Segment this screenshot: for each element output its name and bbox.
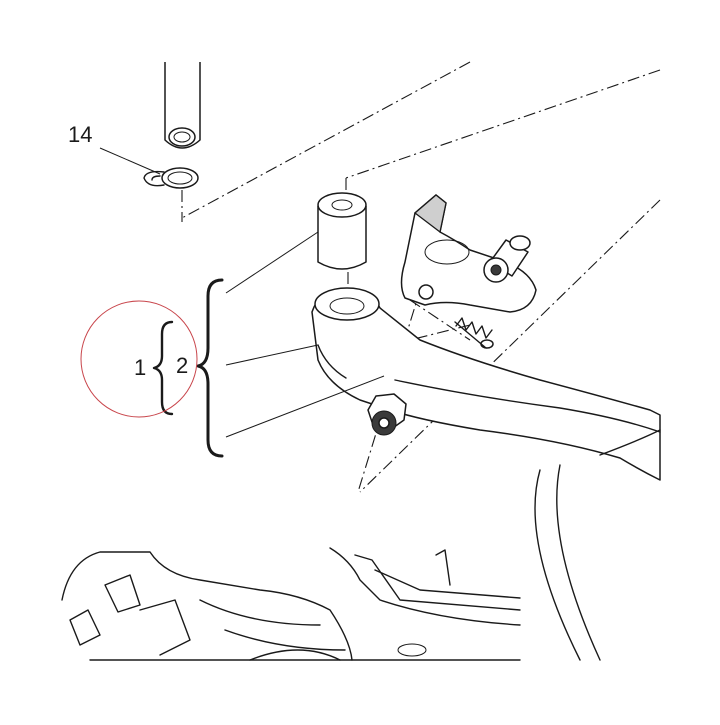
bushing bbox=[317, 192, 367, 270]
callout-14: 14 bbox=[68, 122, 93, 147]
hose bbox=[164, 62, 201, 149]
highlight-circle bbox=[80, 300, 198, 418]
brace-large bbox=[196, 278, 224, 458]
callout-2: 2 bbox=[176, 353, 189, 378]
brake-lever bbox=[400, 194, 537, 313]
callout-1: 1 bbox=[134, 355, 147, 380]
leader-lines bbox=[99, 147, 385, 438]
adjuster-bolt bbox=[483, 235, 531, 283]
brace-small bbox=[152, 320, 174, 416]
frame-outline bbox=[61, 547, 521, 661]
return-spring bbox=[454, 317, 494, 349]
lever-bracket bbox=[311, 287, 661, 661]
pivot-nut bbox=[367, 393, 407, 436]
